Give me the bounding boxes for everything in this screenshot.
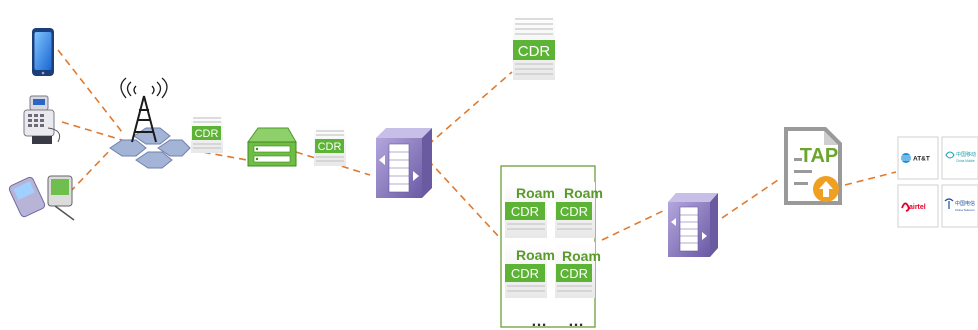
operator-card-att: AT&T: [897, 136, 939, 180]
roam-cdr-doc-3: Roam CDR: [505, 242, 555, 298]
cdr-label-2: CDR: [318, 141, 342, 153]
connector-router-roamgroup: [427, 159, 501, 239]
operator-logos: AT&T 中国移动 China Mobile airtel 中国电信 China…: [897, 136, 978, 228]
operator-airtel-name: airtel: [909, 204, 926, 211]
connector-router-cdr: [427, 71, 513, 146]
connector-phone-tower: [57, 49, 123, 133]
operator-china-mobile-sub: China Mobile: [956, 159, 975, 163]
more-indicator-1: …: [531, 313, 547, 330]
cdr-label-top: CDR: [518, 43, 551, 60]
roam-cdr-doc-2: Roam CDR: [555, 182, 603, 238]
roaming-cdr-group: Roam CDR Roam CDR Roam CDR Roam CDR … …: [500, 165, 603, 330]
smartphone-icon: [32, 28, 54, 76]
operator-card-airtel: airtel: [897, 184, 939, 228]
cdr-label-roam-2: CDR: [560, 204, 588, 219]
operator-china-telecom-name: 中国电信: [955, 200, 975, 207]
cell-tower-icon: [109, 77, 191, 169]
router-icon: [376, 128, 432, 198]
cdr-label-roam-1: CDR: [511, 204, 539, 219]
roam-label-2: Roam: [564, 185, 603, 201]
cdr-label-1: CDR: [195, 128, 219, 140]
tap-file-icon: TAP: [784, 127, 842, 205]
cdr-document-2: CDR: [314, 126, 346, 166]
cdr-label-roam-3: CDR: [511, 266, 539, 281]
connector-router-tap: [721, 179, 779, 219]
roam-label-4: Roam: [562, 248, 601, 264]
more-indicator-2: …: [568, 313, 584, 330]
cdr-document-1: CDR: [191, 113, 223, 153]
operator-china-telecom-sub: China Telecom: [955, 208, 975, 212]
roam-cdr-doc-4: Roam CDR: [555, 242, 601, 298]
connector-pda-tower: [69, 145, 115, 193]
operator-card-china-telecom: 中国电信 China Telecom: [941, 184, 978, 228]
operator-china-mobile-name: 中国移动: [956, 151, 976, 158]
operator-card-china-mobile: 中国移动 China Mobile: [941, 136, 978, 180]
connector-tap-operators: [844, 171, 897, 186]
roam-cdr-doc-1: Roam CDR: [505, 182, 555, 238]
operator-att-name: AT&T: [913, 156, 930, 163]
connector-roamgroup-router: [601, 209, 666, 241]
pda-icon: [8, 175, 75, 221]
pos-terminal-icon: [23, 95, 61, 144]
cdr-document-top: CDR: [513, 14, 555, 80]
roam-label-3: Roam: [516, 247, 555, 263]
roam-label-1: Roam: [516, 185, 555, 201]
tap-label: TAP: [800, 145, 839, 167]
cdr-label-roam-4: CDR: [560, 266, 588, 281]
billing-gateway-icon: [247, 127, 297, 167]
connector-pos-tower: [61, 121, 123, 141]
upload-icon: [813, 176, 839, 202]
router-icon-2: [668, 193, 718, 257]
